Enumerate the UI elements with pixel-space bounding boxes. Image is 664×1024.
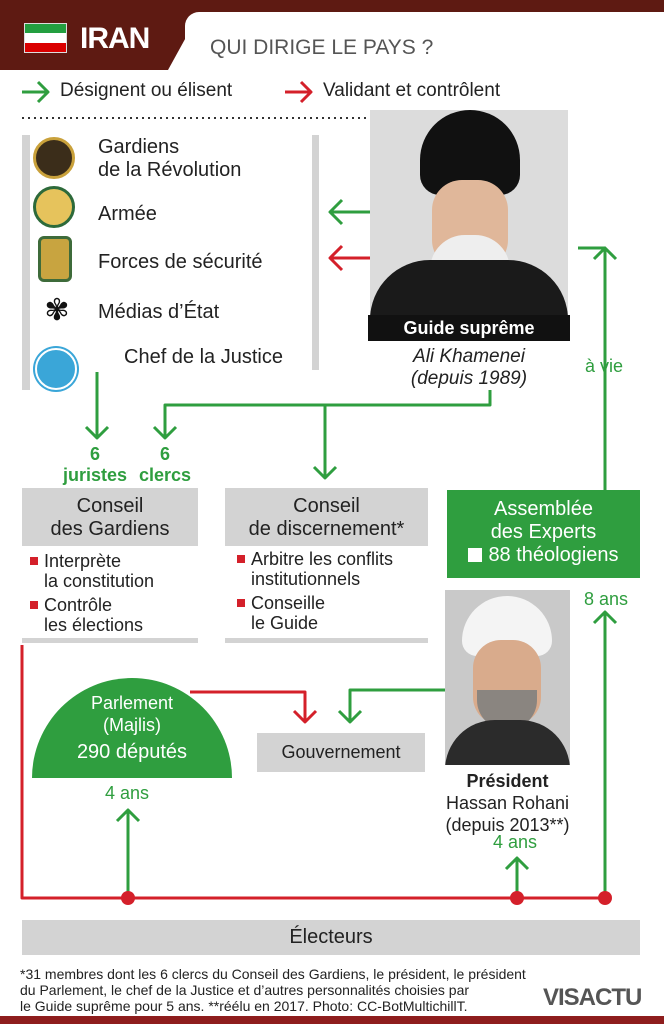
parlement-label: Parlement(Majlis)290 députés — [76, 693, 188, 763]
army-emblem-icon — [33, 186, 75, 228]
list-bracket-right — [312, 135, 319, 370]
legend-red-arrow-icon — [285, 80, 313, 104]
rohani-photo — [445, 590, 570, 765]
footer-band — [0, 1016, 664, 1024]
junction-dot — [121, 891, 135, 905]
president-term: 4 ans — [493, 832, 538, 852]
country-name: IRAN — [80, 22, 150, 55]
parlement-semicircle — [32, 678, 232, 778]
arrow-guide-armed — [328, 198, 375, 226]
security-forces-emblem-icon — [38, 236, 72, 282]
gardiens-divider — [22, 638, 198, 643]
legend-green-arrow-icon — [22, 80, 50, 104]
gouvernement-box: Gouvernement — [257, 733, 425, 772]
experts-term: 8 ans — [584, 589, 629, 609]
arrow-voters-experts — [592, 610, 618, 898]
guide-term: à vie — [585, 356, 624, 376]
state-media-emblem-icon: ✾ — [44, 294, 70, 327]
arrow-parlement-government — [190, 690, 318, 724]
arrow-experts-guide — [578, 246, 618, 490]
visactu-logo: VISACTU — [543, 984, 642, 1011]
legend-red-label: Validant et contrôlent — [323, 80, 501, 101]
khamenei-photo — [370, 110, 568, 315]
list-item-armee: Armée — [98, 203, 157, 225]
footnote: *31 membres dont les 6 clercs du Conseil… — [20, 966, 526, 1014]
arrow-guide-discernement — [312, 405, 338, 480]
arrow-guide-control — [328, 244, 375, 272]
legend-green-label: Désignent ou élisent — [60, 80, 233, 101]
guide-name-block: Ali Khamenei(depuis 1989) — [410, 346, 528, 389]
justice-emblem-icon — [35, 348, 77, 390]
header-title-tab — [185, 12, 664, 70]
list-item-forces: Forces de sécurité — [98, 251, 263, 273]
arrow-justice-jurists — [84, 372, 110, 440]
list-item-justice: Chef de la Justice — [124, 346, 283, 368]
discernement-divider — [225, 638, 428, 643]
parlement-term: 4 ans — [105, 783, 150, 803]
arrow-president-government — [337, 688, 445, 724]
arrow-guide-clerics — [152, 390, 492, 440]
junction-dot — [598, 891, 612, 905]
revolutionary-guards-emblem-icon — [33, 137, 75, 179]
page-title: QUI DIRIGE LE PAYS ? — [210, 36, 434, 59]
line-gardiens-elections — [20, 645, 605, 900]
iran-flag-icon — [24, 23, 67, 53]
junction-dot — [510, 891, 524, 905]
list-item-medias: Médias d’État — [98, 301, 220, 323]
guide-label: Guide suprême — [368, 315, 570, 341]
arrow-voters-parlement — [115, 808, 141, 898]
electeurs-bar: Électeurs — [22, 920, 640, 955]
list-bracket-left — [22, 135, 30, 390]
